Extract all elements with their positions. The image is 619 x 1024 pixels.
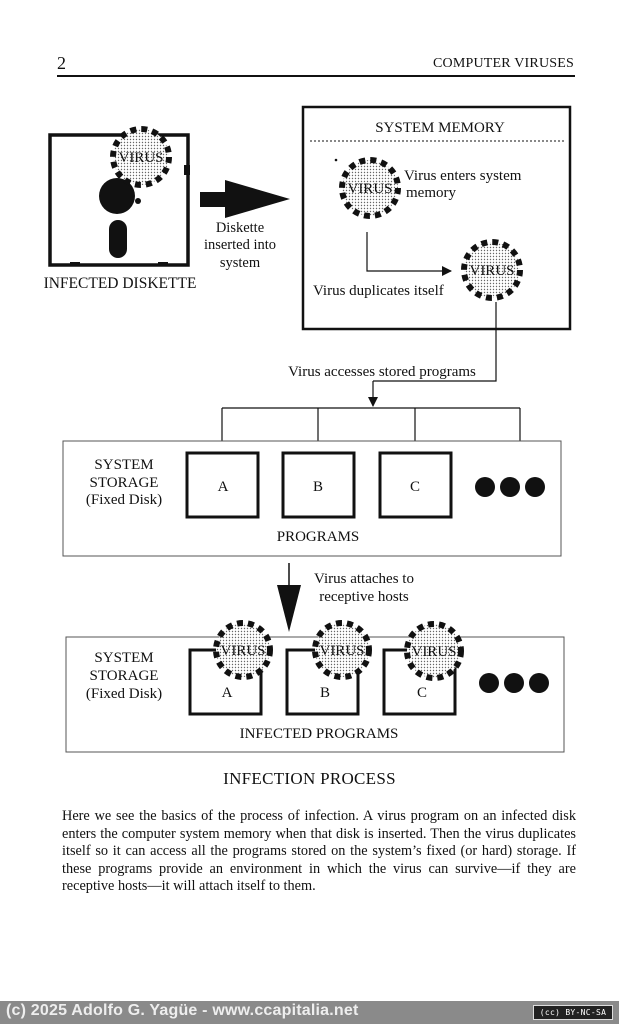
program-box-a [185, 451, 260, 519]
program-box-c [378, 451, 453, 519]
program-a-label: A [218, 479, 229, 495]
storage-label-line-3: (Fixed Disk) [86, 492, 162, 508]
program-b-label: B [313, 479, 323, 495]
program-c-label: C [410, 479, 420, 495]
memory-title: SYSTEM MEMORY [375, 120, 505, 136]
memory-dot [334, 158, 338, 162]
running-title: COMPUTER VIRUSES [432, 56, 574, 71]
infected-storage-label-line-2: STORAGE [90, 668, 159, 684]
insert-arrow [200, 180, 290, 218]
storage-label-line-1: SYSTEM [94, 457, 153, 473]
more-infected-ellipsis [479, 673, 549, 693]
virus-badge-memory-enter-label: VIRUS [347, 181, 392, 197]
accesses-caption: Virus accesses stored programs [288, 364, 476, 380]
virus-badge-program-c-label: VIRUS [411, 644, 456, 660]
attach-arrow [277, 563, 301, 632]
attaches-caption-line-1: Virus attaches to [314, 571, 414, 587]
storage-label-line-2: STORAGE [90, 475, 159, 491]
infected-programs-label: INFECTED PROGRAMS [240, 726, 399, 742]
program-box-b [281, 451, 356, 519]
enters-caption-line-1: Virus enters system [404, 168, 522, 184]
virus-badge-memory-duplicate: VIRUS [461, 239, 523, 301]
infected-storage-label-line-1: SYSTEM [94, 650, 153, 666]
virus-badge-program-a: VIRUS [213, 620, 273, 680]
virus-badge-program-b: VIRUS [312, 620, 372, 680]
footer-credit: (c) 2025 Adolfo G. Yagüe - www.ccapitali… [6, 1002, 359, 1019]
access-connector [373, 302, 497, 382]
duplicates-caption: Virus duplicates itself [313, 283, 444, 299]
more-programs-ellipsis [475, 477, 545, 497]
virus-badge-program-c: VIRUS [404, 621, 464, 681]
footer-bar [0, 1001, 619, 1024]
attaches-caption-line-2: receptive hosts [319, 589, 409, 605]
insert-caption-line-1: Diskette [216, 220, 264, 236]
infected-program-c-label: C [417, 685, 427, 701]
programs-label: PROGRAMS [277, 529, 360, 545]
figure-caption: INFECTION PROCESS [223, 769, 396, 788]
virus-badge-diskette: VIRUS [110, 126, 172, 188]
virus-badge-program-a-label: VIRUS [220, 643, 265, 659]
header-rule [57, 75, 575, 77]
license-badge: (cc) BY-NC-SA [533, 1005, 613, 1020]
enters-caption-line-2: memory [406, 185, 456, 201]
virus-badge-program-b-label: VIRUS [319, 643, 364, 659]
duplicate-arrow [366, 232, 452, 276]
insert-caption-line-3: system [220, 255, 261, 271]
virus-badge-memory-duplicate-label: VIRUS [469, 263, 514, 279]
diskette-label: INFECTED DISKETTE [44, 275, 197, 292]
virus-badge-diskette-label: VIRUS [118, 150, 163, 166]
virus-badge-memory-enter: VIRUS [339, 157, 401, 219]
page-number: 2 [57, 53, 66, 73]
body-paragraph: Here we see the basics of the process of… [62, 808, 576, 895]
insert-caption-line-2: inserted into [204, 237, 276, 253]
infection-diagram: INFECTED DISKETTE Diskette inserted into… [44, 105, 572, 753]
infected-program-b-label: B [320, 685, 330, 701]
system-memory-box [301, 105, 572, 331]
infected-program-a-label: A [222, 685, 233, 701]
virus-badges: VIRUS VIRUS VIRUS VIRUS VIRUS VIRUS [110, 126, 523, 681]
infected-storage-label-line-3: (Fixed Disk) [86, 686, 162, 702]
